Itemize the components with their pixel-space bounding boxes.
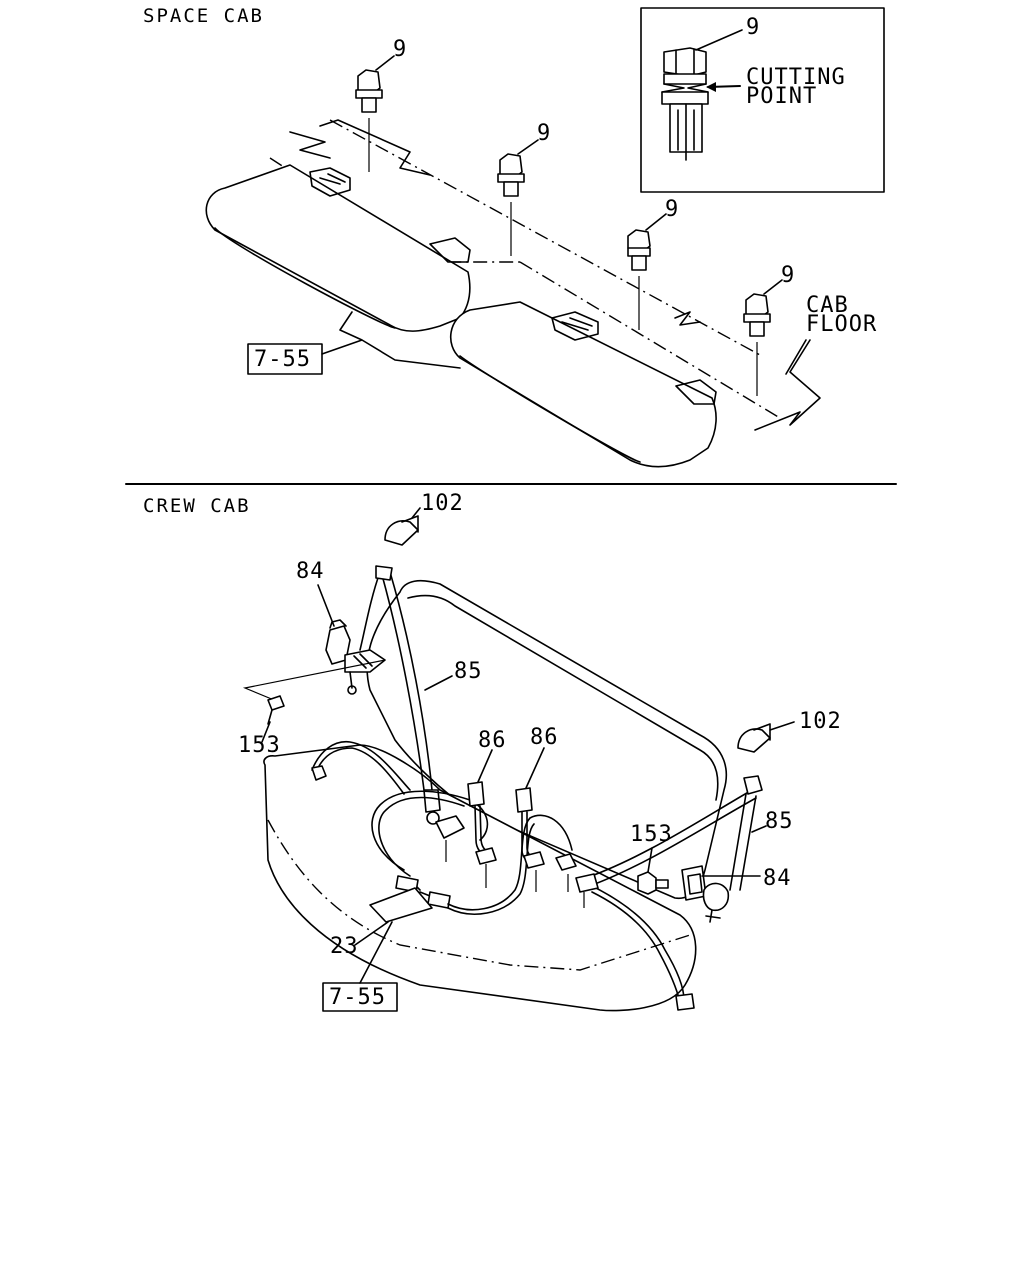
left-lap-belt (311, 741, 411, 795)
label-85-right: 85 (765, 809, 794, 834)
label-153-left: 153 (238, 733, 281, 758)
label-86-a: 86 (478, 728, 507, 753)
cover-84-left (317, 584, 351, 665)
buckle-86-b (515, 747, 577, 892)
label-84-left: 84 (296, 559, 325, 584)
bolt-label-3: 9 (665, 197, 679, 222)
ref-box-space-cab: 7-55 (247, 311, 461, 375)
cutting-point-inset: 9 CUTTING POINT (640, 7, 885, 193)
cap-102-right (737, 721, 795, 753)
bolt-9-d (743, 279, 783, 396)
cab-floor-line1: CAB (806, 293, 849, 318)
inset-frame (640, 7, 885, 193)
label-85-left: 85 (454, 659, 483, 684)
cutting-point-line2: POINT (746, 84, 817, 109)
cover-84-right (681, 865, 761, 923)
bolt-label-2: 9 (537, 121, 551, 146)
bolt-label-4: 9 (781, 263, 795, 288)
ref-box-crew-cab: 7-55 (322, 921, 398, 1012)
label-153-right: 153 (630, 822, 673, 847)
label-102-right: 102 (799, 709, 842, 734)
crew-cab-title: CREW CAB (143, 495, 251, 517)
bolt-9-a (355, 55, 395, 172)
inset-part-label: 9 (746, 15, 760, 40)
bolt-label-1: 9 (393, 37, 407, 62)
inset-bolt-head (663, 47, 707, 77)
cutting-point-line1: CUTTING (746, 65, 846, 90)
bolt-9-b (497, 139, 539, 256)
cap-102-left (384, 507, 421, 546)
ref-box-space-cab-text: 7-55 (254, 347, 311, 372)
ref-box-crew-cab-text: 7-55 (329, 985, 386, 1010)
left-shoulder-belt (359, 565, 453, 825)
space-cab-title: SPACE CAB (143, 5, 264, 27)
rear-seat-back (366, 579, 728, 899)
cab-floor-line2: FLOOR (806, 312, 877, 337)
left-retractor-mount (242, 649, 386, 743)
right-shoulder-belt (575, 775, 767, 1011)
left-seat-cushion (205, 164, 471, 332)
right-seat-cushion (449, 301, 717, 468)
label-102-left: 102 (421, 491, 464, 516)
cutting-arrow-icon (706, 82, 716, 92)
crew-cab-section: CREW CAB 85 102 (143, 491, 842, 1012)
space-cab-section: SPACE CAB 9 CUTTING POINT (143, 5, 885, 468)
bolt-153-right (637, 847, 669, 895)
bolt-9-c (627, 213, 667, 330)
label-23: 23 (330, 934, 359, 959)
buckle-86-a (435, 749, 497, 888)
label-84-right: 84 (763, 866, 792, 891)
label-86-b: 86 (530, 725, 559, 750)
